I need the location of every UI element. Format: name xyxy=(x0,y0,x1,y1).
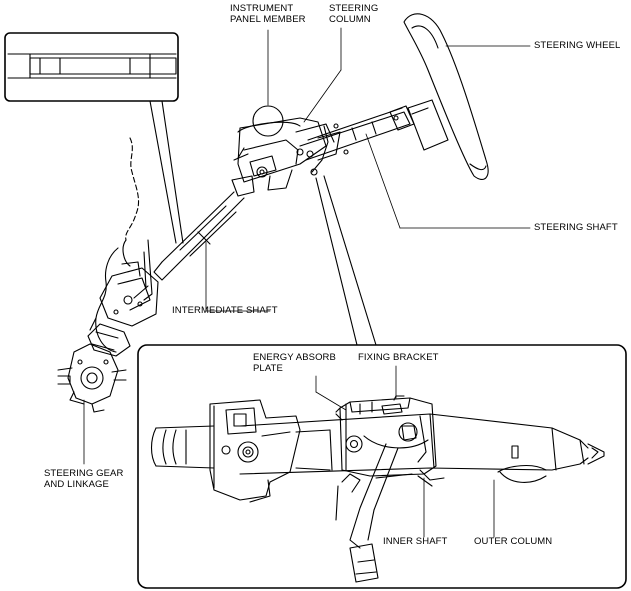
label-steering-gear-and-linkage: STEERING GEAR AND LINKAGE xyxy=(44,468,124,490)
label-steering-column: STEERING COLUMN xyxy=(329,3,379,25)
leader-lines xyxy=(83,27,531,538)
inset-detail-top-left xyxy=(4,32,184,244)
label-steering-shaft: STEERING SHAFT xyxy=(534,222,618,233)
label-intermediate-shaft: INTERMEDIATE SHAFT xyxy=(172,305,278,316)
label-fixing-bracket: FIXING BRACKET xyxy=(358,352,439,363)
label-instrument-panel-member: INSTRUMENT PANEL MEMBER xyxy=(230,3,306,25)
label-steering-wheel: STEERING WHEEL xyxy=(534,40,621,51)
steering-gear-linkage-shape xyxy=(57,239,159,413)
label-energy-absorb-plate: ENERGY ABSORB PLATE xyxy=(253,352,336,374)
detail-pointer-lines xyxy=(315,175,377,346)
steering-column-assembly xyxy=(231,105,415,197)
enlarged-column-detail xyxy=(137,344,627,589)
steering-wheel-shape xyxy=(403,13,489,180)
intermediate-shaft-shape xyxy=(153,191,245,281)
vehicle-body-outline xyxy=(89,137,140,353)
label-outer-column: OUTER COLUMN xyxy=(474,536,553,547)
label-inner-shaft: INNER SHAFT xyxy=(383,536,448,547)
